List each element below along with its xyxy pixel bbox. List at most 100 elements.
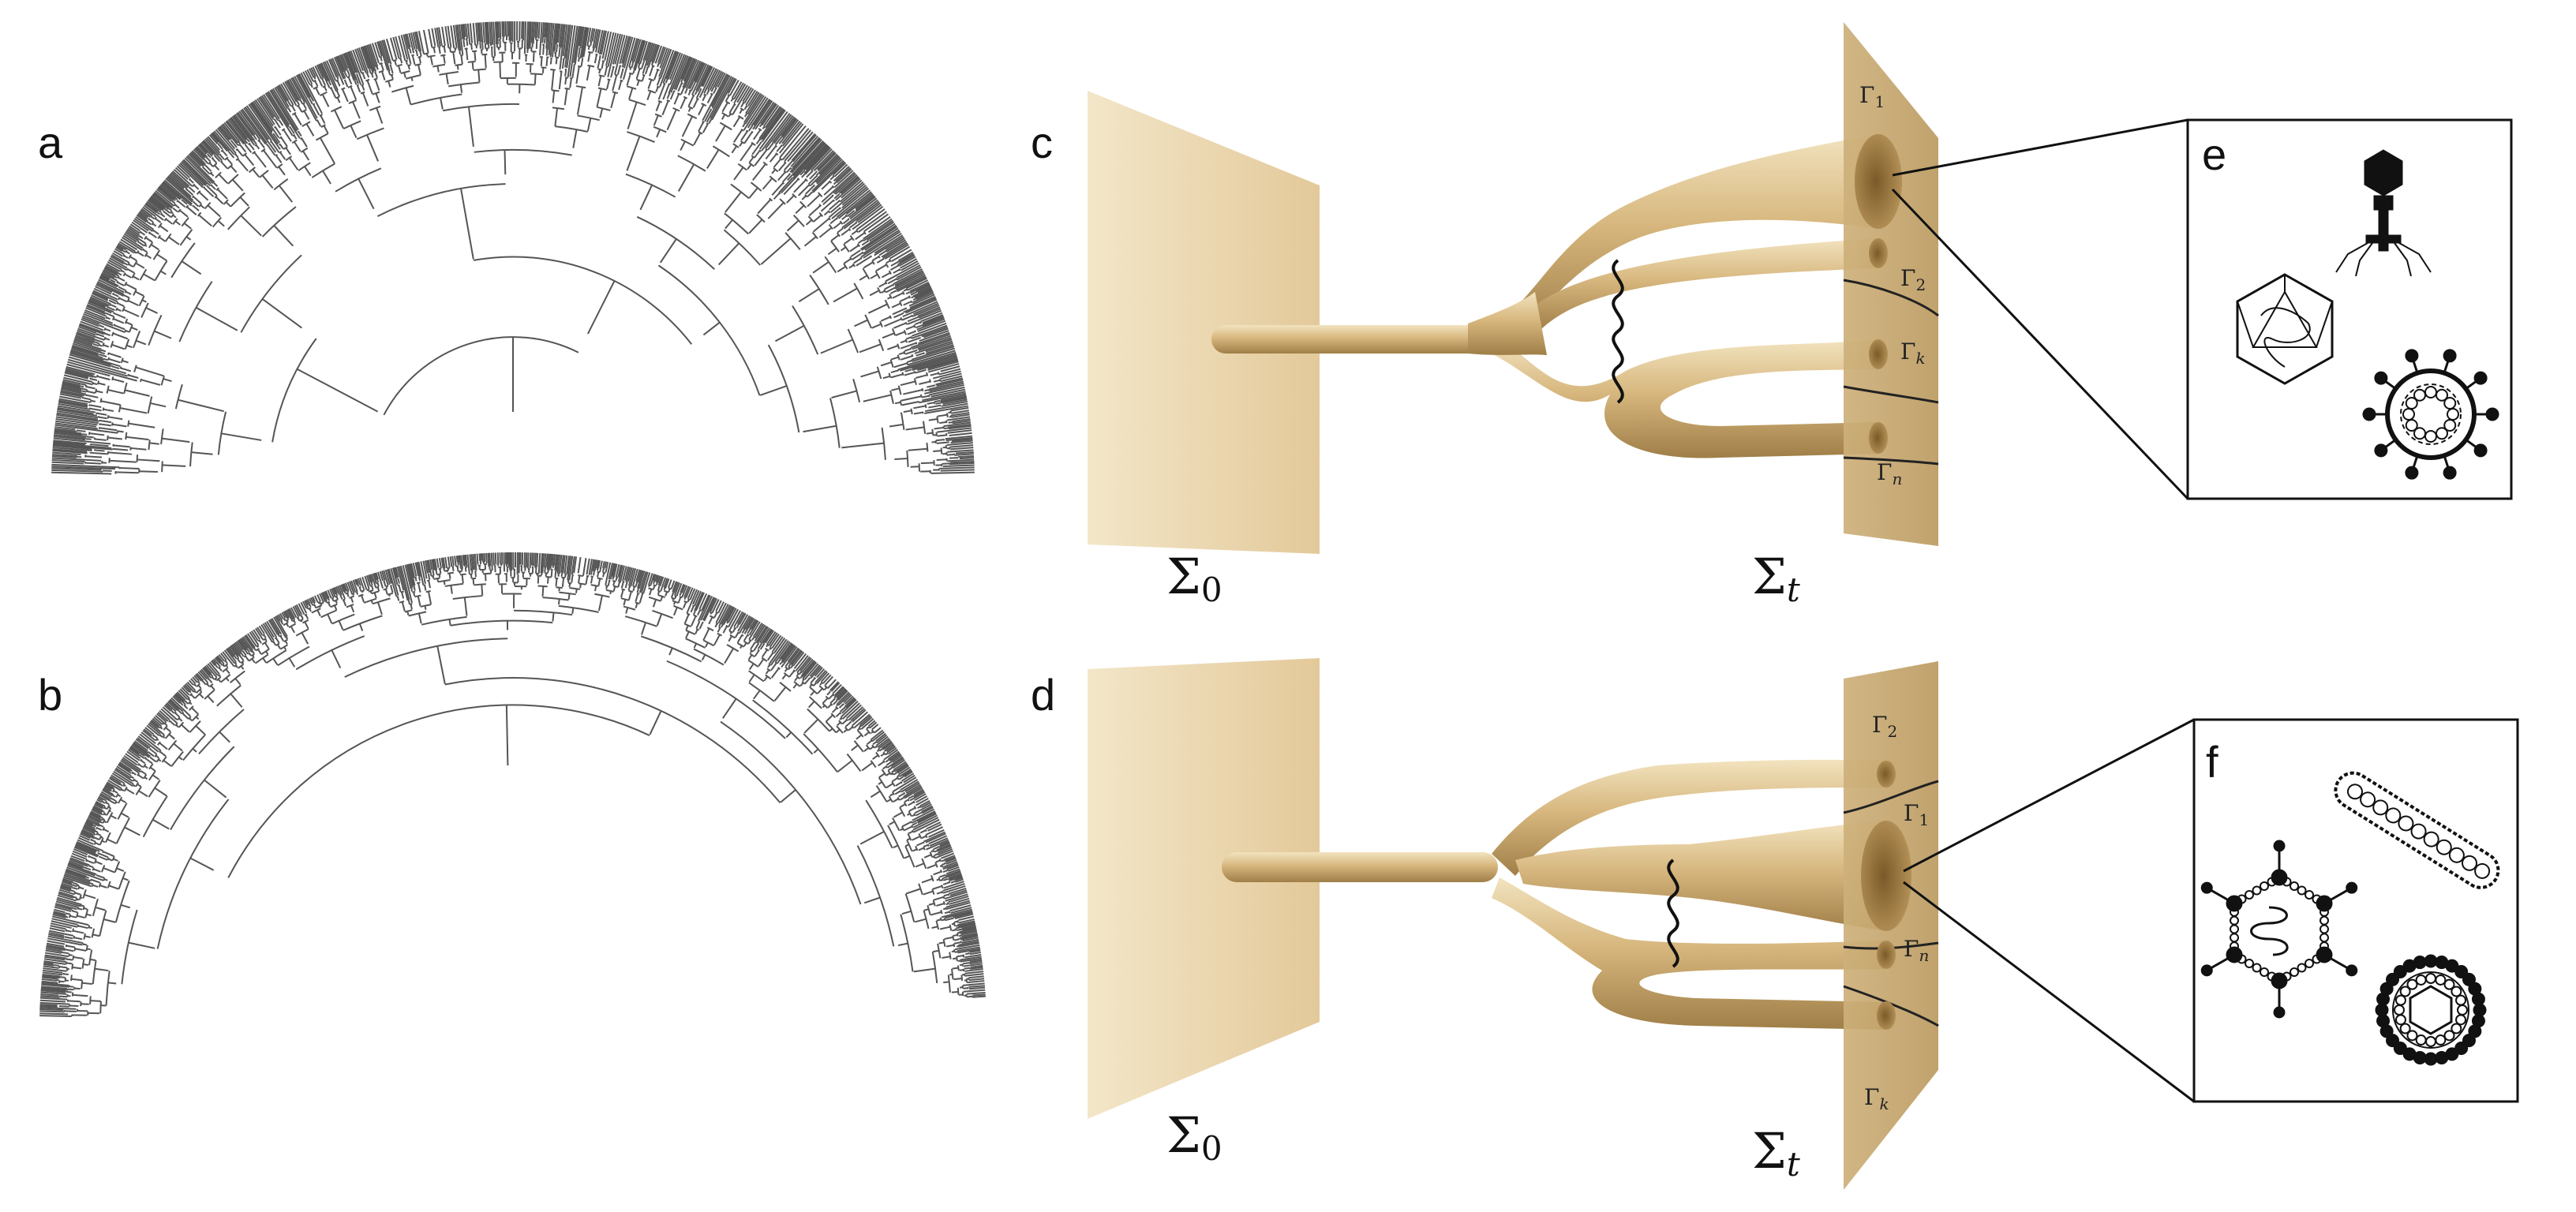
tree-branch [99, 792, 111, 800]
tree-branch [962, 926, 977, 931]
tree-branch [942, 870, 948, 873]
tree-branch [122, 237, 143, 251]
tree-branch [43, 960, 66, 965]
tree-branch [865, 799, 893, 849]
tree-branch [113, 858, 118, 862]
tree-branch [864, 227, 899, 251]
tree-branch [120, 759, 140, 773]
tree-branch [897, 765, 909, 774]
tree-branch [745, 92, 760, 114]
tree-branch [731, 81, 743, 99]
tree-branch [159, 270, 167, 275]
tree-branch [230, 117, 248, 139]
tree-branch [630, 568, 637, 587]
tree-branch [239, 196, 249, 207]
tree-branch [217, 679, 222, 683]
tree-branch [197, 211, 202, 217]
tree-branch [806, 170, 813, 178]
tree-branch [369, 43, 379, 67]
panel-letter-e: e [2202, 129, 2226, 179]
tree-branch [947, 458, 975, 462]
tree-branch [562, 24, 568, 57]
tree-branch [747, 92, 762, 115]
tree-branch [912, 354, 957, 370]
tree-branch [218, 174, 229, 185]
tree-branch [144, 203, 158, 214]
tree-branch [677, 597, 682, 604]
tree-branch [62, 877, 73, 883]
tree-branch [140, 302, 149, 318]
tree-branch [407, 65, 410, 70]
tree-branch [91, 294, 111, 305]
tree-branch [352, 49, 363, 74]
tree-branch [863, 213, 889, 233]
tree-branch [763, 104, 780, 127]
tree-branch [900, 779, 919, 791]
tree-branch [728, 610, 742, 631]
tree-branch [271, 88, 298, 132]
tree-branch [800, 660, 815, 676]
tree-branch [779, 642, 792, 660]
tree-branch [167, 701, 178, 712]
tree-branch [680, 88, 685, 95]
tree-branch [474, 148, 572, 156]
sigma-t-label: Σt [1752, 1122, 1800, 1184]
phylogenetic-tree-b [39, 552, 986, 1017]
tree-branch [114, 769, 133, 782]
tree-branch [52, 450, 88, 454]
tree-branch [316, 120, 322, 127]
tree-branch [54, 432, 94, 439]
tree-branch [84, 822, 95, 829]
tree-branch [331, 588, 336, 598]
tree-branch [893, 762, 908, 772]
tree-branch [911, 333, 951, 349]
tree-branch [821, 181, 831, 190]
tree-branch [120, 799, 127, 804]
tree-branch [837, 265, 847, 273]
tree-branch [899, 806, 906, 817]
tree-branch [182, 159, 208, 185]
tree-branch [885, 262, 919, 282]
tree-branch [769, 647, 772, 650]
tree-branch [832, 683, 842, 694]
tree-branch [792, 142, 826, 179]
tree-branch [234, 642, 243, 653]
tree-branch [289, 126, 295, 135]
tree-branch [293, 134, 298, 140]
tree-branch [432, 46, 436, 49]
tree-branch [700, 65, 712, 87]
tree-branch [181, 217, 189, 227]
tree-branch [443, 46, 446, 53]
tree-branch [256, 98, 275, 125]
tree-branch [658, 48, 671, 77]
tree-branch [104, 785, 112, 791]
tree-branch [118, 272, 122, 276]
tree-branch [260, 648, 270, 656]
tree-branch [898, 776, 904, 780]
tree-branch [344, 582, 350, 591]
tree-branch [183, 223, 192, 230]
tree-branch [86, 438, 92, 440]
tree-branch [683, 58, 698, 88]
tree-branch [900, 780, 919, 793]
sigma-t-label: Σt [1752, 548, 1800, 609]
tree-branch [823, 211, 829, 216]
tree-branch [579, 27, 586, 58]
tree-branch [418, 57, 421, 64]
tree-branch [856, 729, 864, 738]
tree-branch [949, 924, 953, 931]
tree-branch [109, 459, 137, 463]
tree-branch [85, 455, 103, 458]
tree-branch [449, 556, 453, 567]
tree-branch [946, 454, 955, 456]
tree-branch [58, 888, 75, 896]
tree-branch [845, 193, 874, 215]
tree-branch [206, 185, 218, 196]
tree-branch [655, 574, 660, 583]
tree-branch [685, 625, 689, 630]
tree-branch [813, 676, 817, 679]
tree-branch [766, 653, 773, 661]
tree-branch [141, 248, 144, 251]
tree-branch [39, 1001, 69, 1005]
tree-branch [951, 950, 955, 953]
